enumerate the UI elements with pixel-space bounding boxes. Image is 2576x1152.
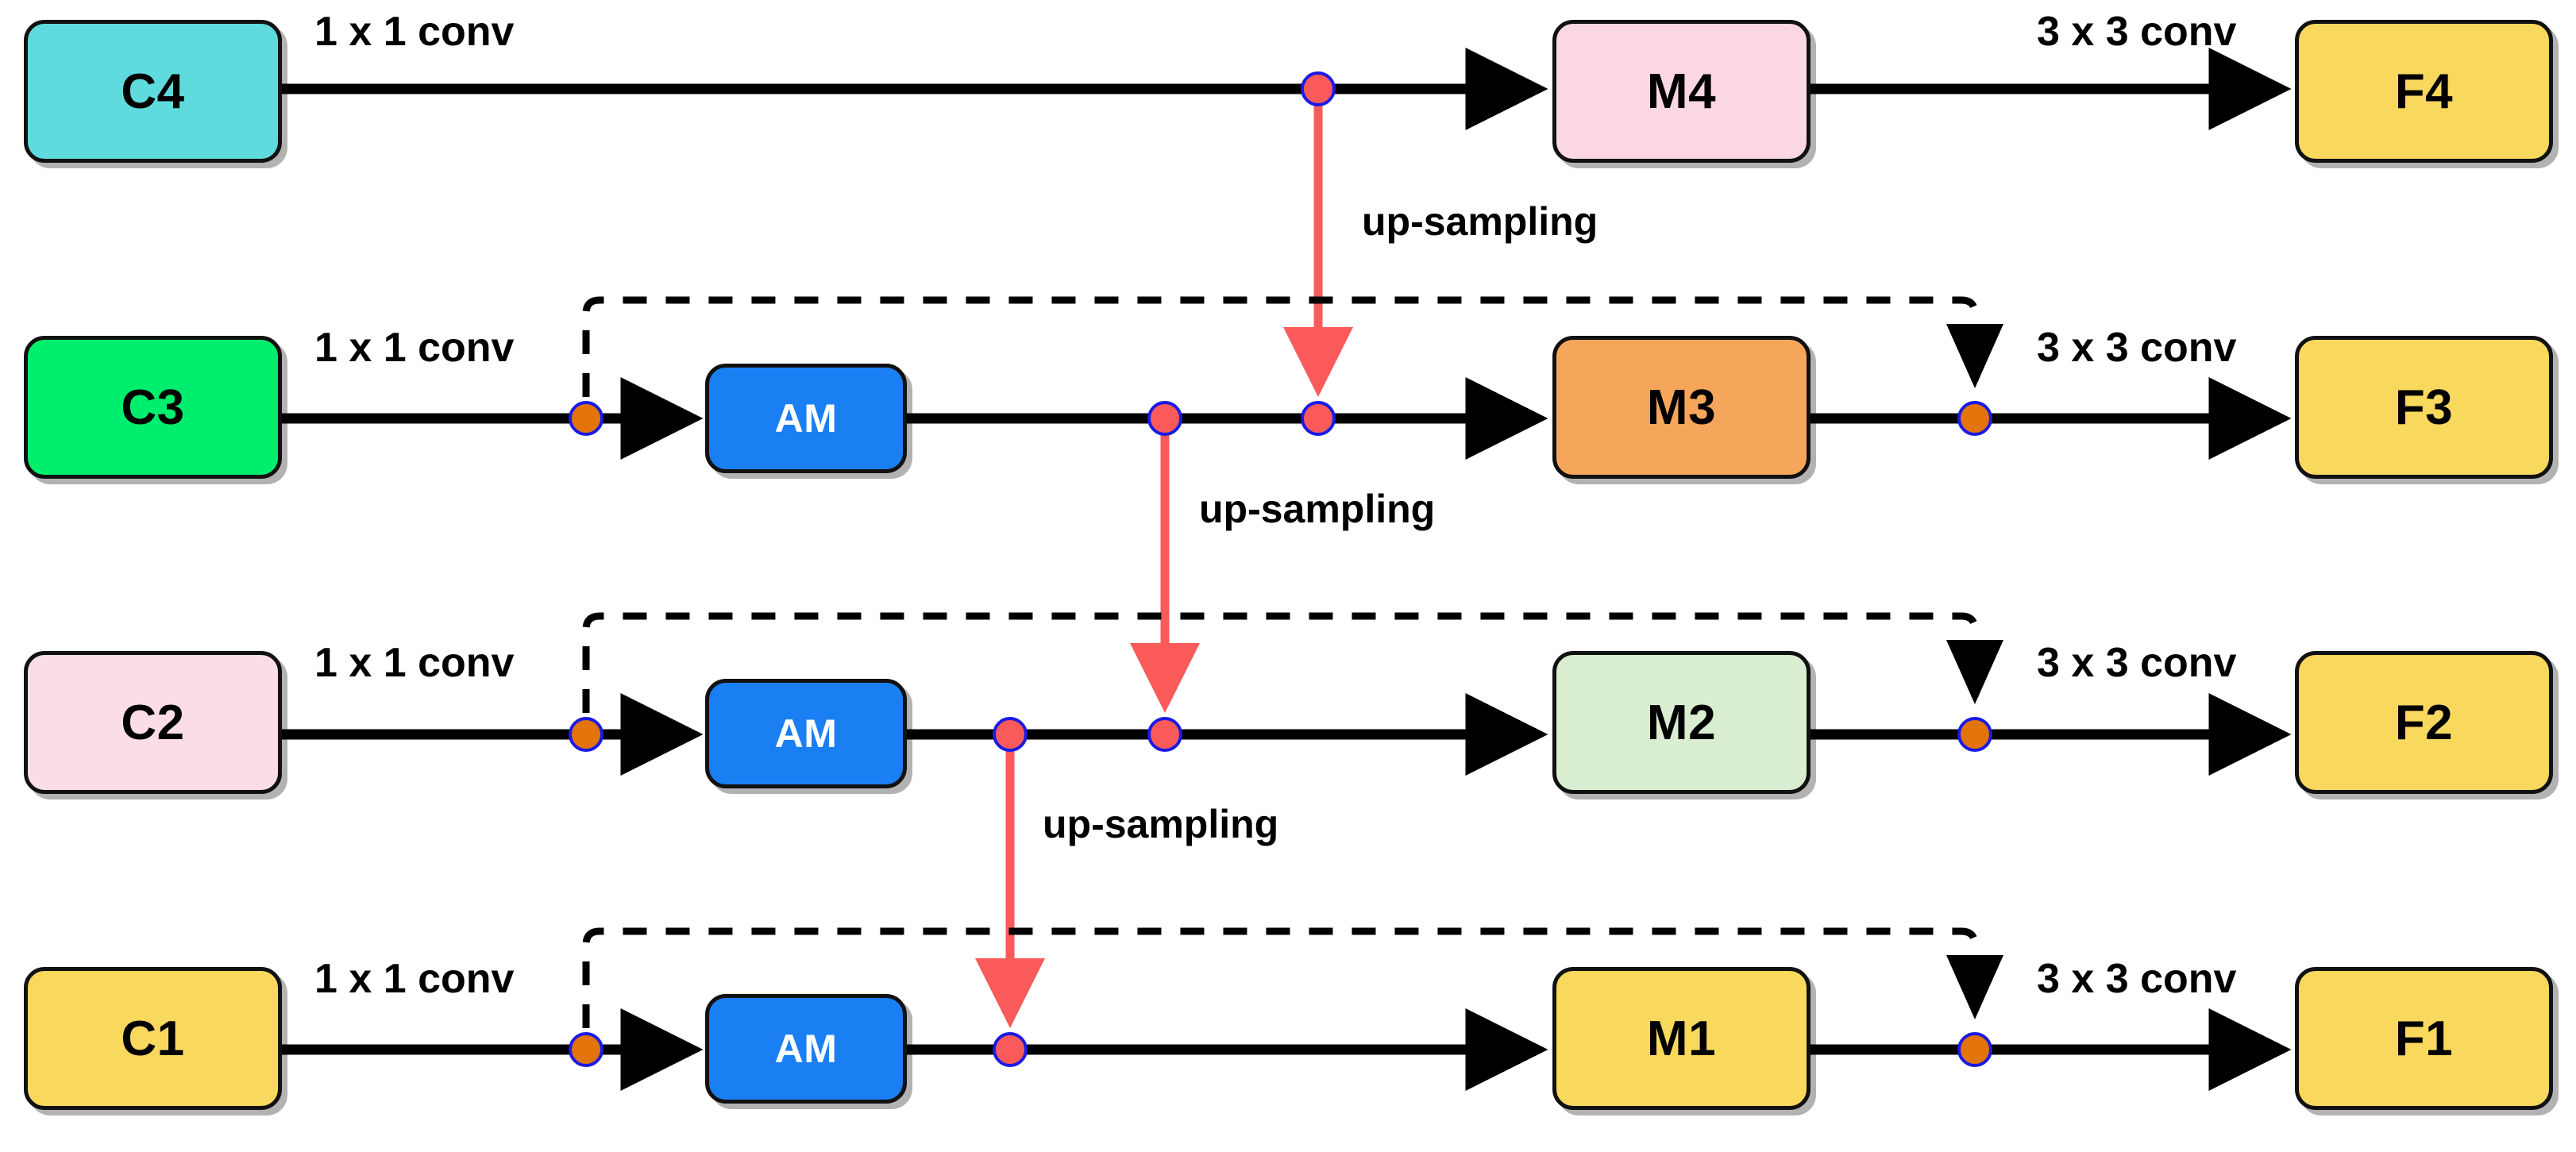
box-label: M2 bbox=[1646, 695, 1717, 750]
junction-red-node-row4-split[interactable] bbox=[1301, 71, 1336, 106]
junction-red-node-row2-split[interactable] bbox=[993, 717, 1028, 752]
box-c3[interactable]: C3 bbox=[24, 336, 282, 479]
box-am-row3[interactable]: AM bbox=[705, 364, 907, 473]
edge-label-3x3conv-row4: 3 x 3 conv bbox=[2037, 9, 2237, 55]
box-label: C4 bbox=[121, 64, 185, 119]
box-label: F3 bbox=[2394, 380, 2454, 435]
box-label: AM bbox=[774, 396, 838, 441]
edge-label-1x1conv-row3: 1 x 1 conv bbox=[314, 325, 515, 371]
box-label: M4 bbox=[1646, 64, 1717, 119]
box-f4[interactable]: F4 bbox=[2295, 20, 2553, 163]
box-label: C3 bbox=[121, 380, 185, 435]
box-m1[interactable]: M1 bbox=[1552, 967, 1811, 1110]
box-am-row2[interactable]: AM bbox=[705, 679, 907, 788]
junction-red-node-row1-merge[interactable] bbox=[993, 1032, 1028, 1067]
skip-connection-row1 bbox=[582, 927, 2003, 1028]
box-c1[interactable]: C1 bbox=[24, 967, 282, 1110]
box-label: AM bbox=[774, 711, 838, 756]
junction-red-node-row3-split[interactable] bbox=[1147, 401, 1182, 436]
box-label: F4 bbox=[2394, 64, 2454, 119]
edge-label-1x1conv-row2: 1 x 1 conv bbox=[314, 640, 515, 686]
box-label: C1 bbox=[121, 1011, 185, 1066]
box-label: M1 bbox=[1646, 1011, 1717, 1066]
box-f3[interactable]: F3 bbox=[2295, 336, 2553, 479]
skip-connection-row3 bbox=[582, 296, 2003, 397]
box-m3[interactable]: M3 bbox=[1552, 336, 1811, 479]
box-am-row1[interactable]: AM bbox=[705, 994, 907, 1104]
upsampling-label-row4-to-row3: up-sampling bbox=[1362, 199, 1598, 244]
box-f1[interactable]: F1 bbox=[2295, 967, 2553, 1110]
upsampling-label-row3-to-row2: up-sampling bbox=[1199, 487, 1436, 531]
box-f2[interactable]: F2 bbox=[2295, 651, 2553, 794]
edge-label-3x3conv-row3: 3 x 3 conv bbox=[2037, 325, 2237, 371]
junction-red-node-row3-merge[interactable] bbox=[1301, 401, 1336, 436]
box-label: F2 bbox=[2394, 695, 2454, 750]
edge-label-1x1conv-row4: 1 x 1 conv bbox=[314, 9, 515, 55]
junction-orange-node-row3-out[interactable] bbox=[1957, 401, 1992, 436]
junction-orange-node-row2-out[interactable] bbox=[1957, 717, 1992, 752]
box-label: F1 bbox=[2394, 1011, 2454, 1066]
upsampling-label-row2-to-row1: up-sampling bbox=[1043, 802, 1279, 846]
junction-orange-node-row1-in[interactable] bbox=[569, 1032, 604, 1067]
junction-orange-node-row3-in[interactable] bbox=[569, 401, 604, 436]
edge-label-1x1conv-row1: 1 x 1 conv bbox=[314, 956, 515, 1002]
box-c2[interactable]: C2 bbox=[24, 651, 282, 794]
box-m2[interactable]: M2 bbox=[1552, 651, 1811, 794]
edge-label-3x3conv-row2: 3 x 3 conv bbox=[2037, 640, 2237, 686]
box-label: C2 bbox=[121, 695, 185, 750]
skip-connection-row2 bbox=[582, 612, 2003, 713]
junction-red-node-row2-merge[interactable] bbox=[1147, 717, 1182, 752]
box-label: AM bbox=[774, 1027, 838, 1071]
box-m4[interactable]: M4 bbox=[1552, 20, 1811, 163]
edge-label-3x3conv-row1: 3 x 3 conv bbox=[2037, 956, 2237, 1002]
junction-orange-node-row2-in[interactable] bbox=[569, 717, 604, 752]
box-label: M3 bbox=[1646, 380, 1717, 435]
box-c4[interactable]: C4 bbox=[24, 20, 282, 163]
junction-orange-node-row1-out[interactable] bbox=[1957, 1032, 1992, 1067]
